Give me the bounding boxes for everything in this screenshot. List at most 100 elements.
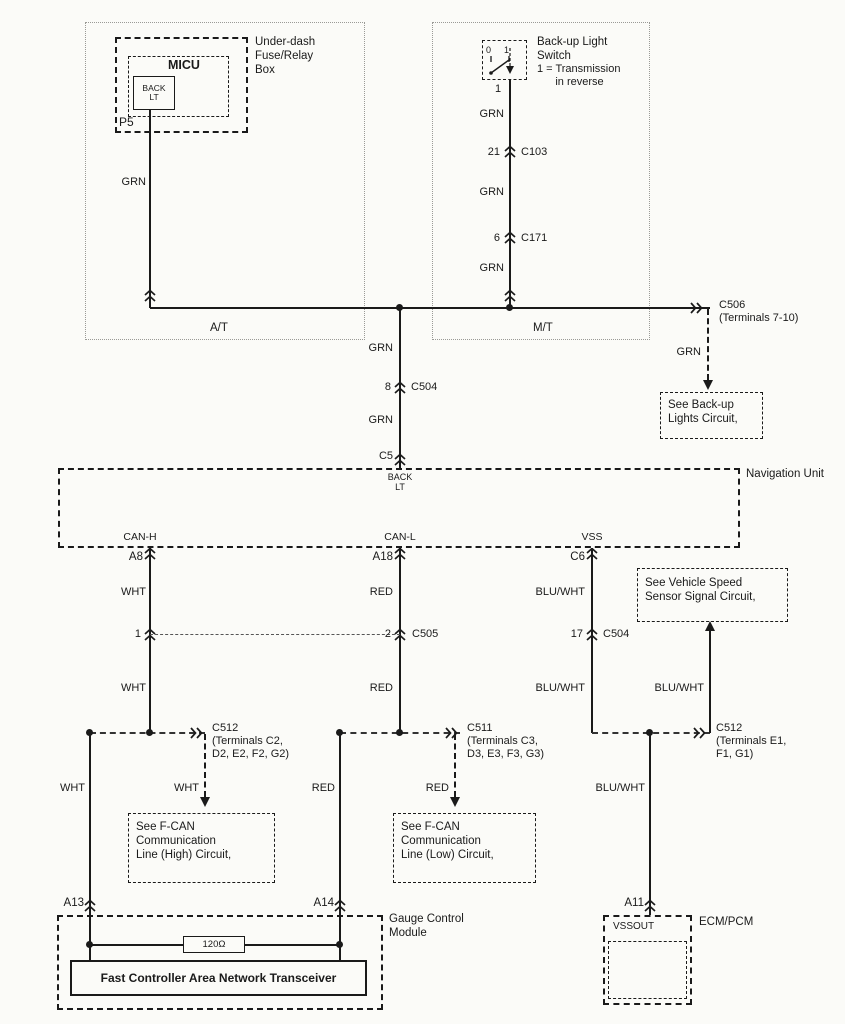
wire-color-label: GRN	[479, 262, 504, 274]
junction-dot	[86, 729, 93, 736]
wire-color-label: BLU/WHT	[654, 682, 705, 694]
wire-color-label: BLU/WHT	[535, 586, 586, 598]
connector-chevron-icon	[394, 382, 406, 394]
ref-fcan-low-box	[393, 813, 536, 883]
backup-switch-label: Back-up Light Switch	[537, 36, 608, 63]
pin-a11-label: A11	[624, 897, 644, 909]
arrow-down-icon	[450, 797, 460, 807]
arrow-up-icon	[705, 621, 715, 631]
connector-c504-label: C504	[603, 628, 630, 640]
pin-c6-label: C6	[570, 551, 585, 563]
connector-c512-left-label: C512	[212, 722, 239, 734]
navigation-unit-label: Navigation Unit	[746, 468, 824, 480]
at-region-box	[85, 22, 365, 340]
pin-a13-label: A13	[63, 897, 84, 909]
wire-can-h-upper	[149, 548, 151, 733]
ref-fcan-high-text: See F-CAN Communication Line (High) Circ…	[136, 821, 232, 862]
wire-color-label: WHT	[120, 586, 146, 598]
fcan-transceiver-box: Fast Controller Area Network Transceiver	[70, 960, 367, 996]
wire-color-label: RED	[311, 782, 335, 794]
wire-color-label: GRN	[479, 108, 504, 120]
connector-chevron-icon	[334, 900, 346, 912]
connector-chevron-icon	[84, 900, 96, 912]
terminating-resistor: 120Ω	[183, 936, 245, 953]
pin-a18-label: A18	[372, 551, 393, 563]
pin-a14-label: A14	[313, 897, 334, 909]
backup-switch-box	[482, 40, 527, 80]
back-lt-label: BACK LT	[142, 82, 166, 102]
mt-region-box	[432, 22, 650, 340]
junction-dot	[506, 304, 513, 311]
wire-color-label: RED	[425, 782, 449, 794]
ref-backup-lights-text: See Back-up Lights Circuit,	[668, 399, 738, 426]
junction-dot	[336, 729, 343, 736]
pin-c5-label: C5	[378, 450, 393, 462]
connector-c171-label: C171	[521, 232, 548, 244]
vssout-label: VSSOUT	[613, 921, 655, 932]
wire-switch-grn	[509, 80, 511, 308]
mt-label: M/T	[533, 322, 553, 334]
connector-chevron-icon	[504, 232, 516, 244]
connector-c505-pin2-label: 2	[384, 628, 391, 640]
pin-a8-label: A8	[128, 551, 143, 563]
arrow-down-icon	[200, 797, 210, 807]
ref-fcan-high-box	[128, 813, 275, 883]
arrow-down-icon	[703, 380, 713, 390]
connector-c505-label: C505	[412, 628, 439, 640]
wire-color-label: BLU/WHT	[535, 682, 586, 694]
wire-color-label: GRN	[368, 342, 393, 354]
junction-dot	[646, 729, 653, 736]
ecm-pcm-label: ECM/PCM	[699, 916, 754, 928]
connector-c504-pin-label: 8	[384, 381, 391, 393]
wire-color-label: GRN	[121, 176, 146, 188]
connector-c512-right-terminals: (Terminals E1, F1, G1)	[716, 735, 787, 761]
micu-box	[128, 56, 229, 117]
connector-chevron-icon	[190, 727, 202, 739]
switch-pos-1-label: 1	[504, 45, 509, 55]
pin-p5-label: P5	[119, 115, 134, 129]
wire-can-l-lower	[339, 733, 341, 960]
junction-dot	[146, 729, 153, 736]
connector-c505-link-line	[150, 634, 400, 635]
backup-switch-symbol: 0 1	[486, 45, 514, 75]
ref-vehicle-speed-text: See Vehicle Speed Sensor Signal Circuit,	[645, 577, 756, 604]
fuse-relay-box-label: Under-dash Fuse/Relay Box	[255, 36, 316, 77]
junction-dot	[86, 941, 93, 948]
wire-vss-upper	[591, 548, 593, 733]
ecm-pcm-box	[603, 915, 692, 1005]
connector-c505-pin1-label: 1	[134, 628, 141, 640]
ref-backup-lights-box	[660, 392, 763, 439]
nav-vss-label: VSS	[581, 531, 603, 543]
wire-color-label: WHT	[59, 782, 85, 794]
connector-chevron-icon	[394, 454, 406, 466]
ecm-inner-box	[608, 941, 687, 999]
wire-color-label: RED	[369, 586, 393, 598]
connector-chevron-icon	[644, 900, 656, 912]
junction-dot	[396, 304, 403, 311]
at-label: A/T	[210, 322, 228, 334]
backup-switch-note: 1 = Transmission in reverse	[537, 63, 621, 89]
connector-c511-label: C511	[467, 722, 493, 734]
bus-wire	[150, 307, 710, 309]
connector-chevron-icon	[504, 146, 516, 158]
fuse-relay-box	[115, 37, 248, 133]
connector-chevron-icon	[586, 629, 598, 641]
nav-can-l-label: CAN-L	[384, 531, 416, 543]
nav-can-h-label: CAN-H	[123, 531, 157, 543]
junction-dot	[396, 729, 403, 736]
resistor-value-label: 120Ω	[202, 938, 226, 950]
connector-chevron-icon	[504, 290, 516, 302]
wire-color-label: GRN	[368, 414, 393, 426]
fcan-transceiver-label: Fast Controller Area Network Transceiver	[100, 970, 337, 985]
connector-chevron-icon	[690, 302, 702, 314]
connector-c506-label: C506	[719, 299, 746, 311]
wire-micu-grn	[149, 110, 151, 308]
connector-c171-pin-label: 6	[493, 232, 500, 244]
wire-color-label: BLU/WHT	[595, 782, 646, 794]
connector-c103-label: C103	[521, 146, 548, 158]
wire-can-h-lower	[89, 733, 91, 960]
connector-chevron-icon	[693, 727, 705, 739]
connector-c504-pin-label: 17	[570, 628, 583, 640]
back-lt-box: BACK LT	[133, 76, 175, 110]
